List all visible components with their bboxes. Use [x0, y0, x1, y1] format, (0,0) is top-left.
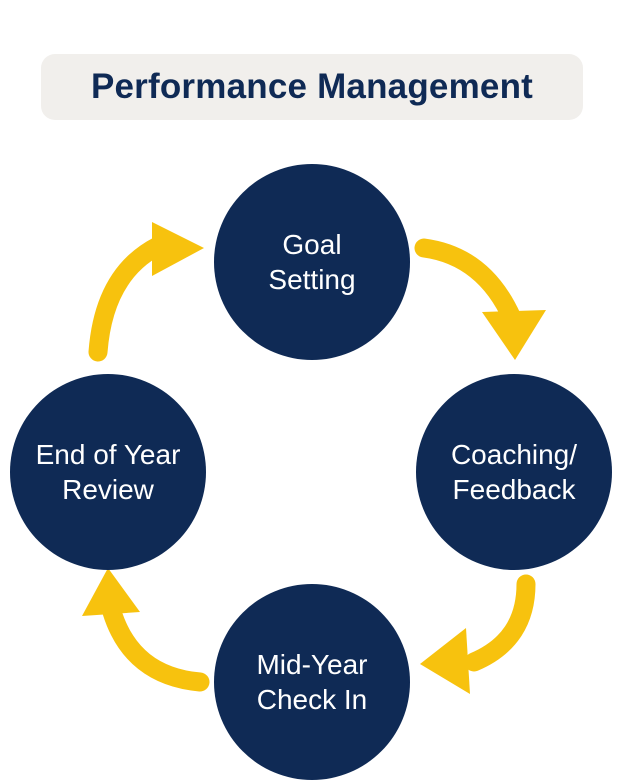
step-mid-year-check-in: Mid-Year Check In: [214, 584, 410, 780]
step-end-of-year-review: End of Year Review: [10, 374, 206, 570]
arrow-coaching-to-midyear-icon: [420, 574, 536, 694]
step-label: Goal Setting: [268, 229, 356, 295]
arrow-midyear-to-end-icon: [82, 568, 210, 692]
step-goal-setting: Goal Setting: [214, 164, 410, 360]
arrow-goal-to-coaching-icon: [414, 238, 546, 360]
step-label: Coaching/ Feedback: [450, 439, 578, 505]
diagram-title: Performance Management: [90, 67, 534, 106]
arrow-end-to-goal-icon: [88, 222, 204, 362]
step-label: End of Year Review: [35, 439, 181, 505]
title-banner: Performance Management: [41, 54, 583, 120]
step-coaching-feedback: Coaching/ Feedback: [416, 374, 612, 570]
step-label: Mid-Year Check In: [256, 649, 368, 715]
